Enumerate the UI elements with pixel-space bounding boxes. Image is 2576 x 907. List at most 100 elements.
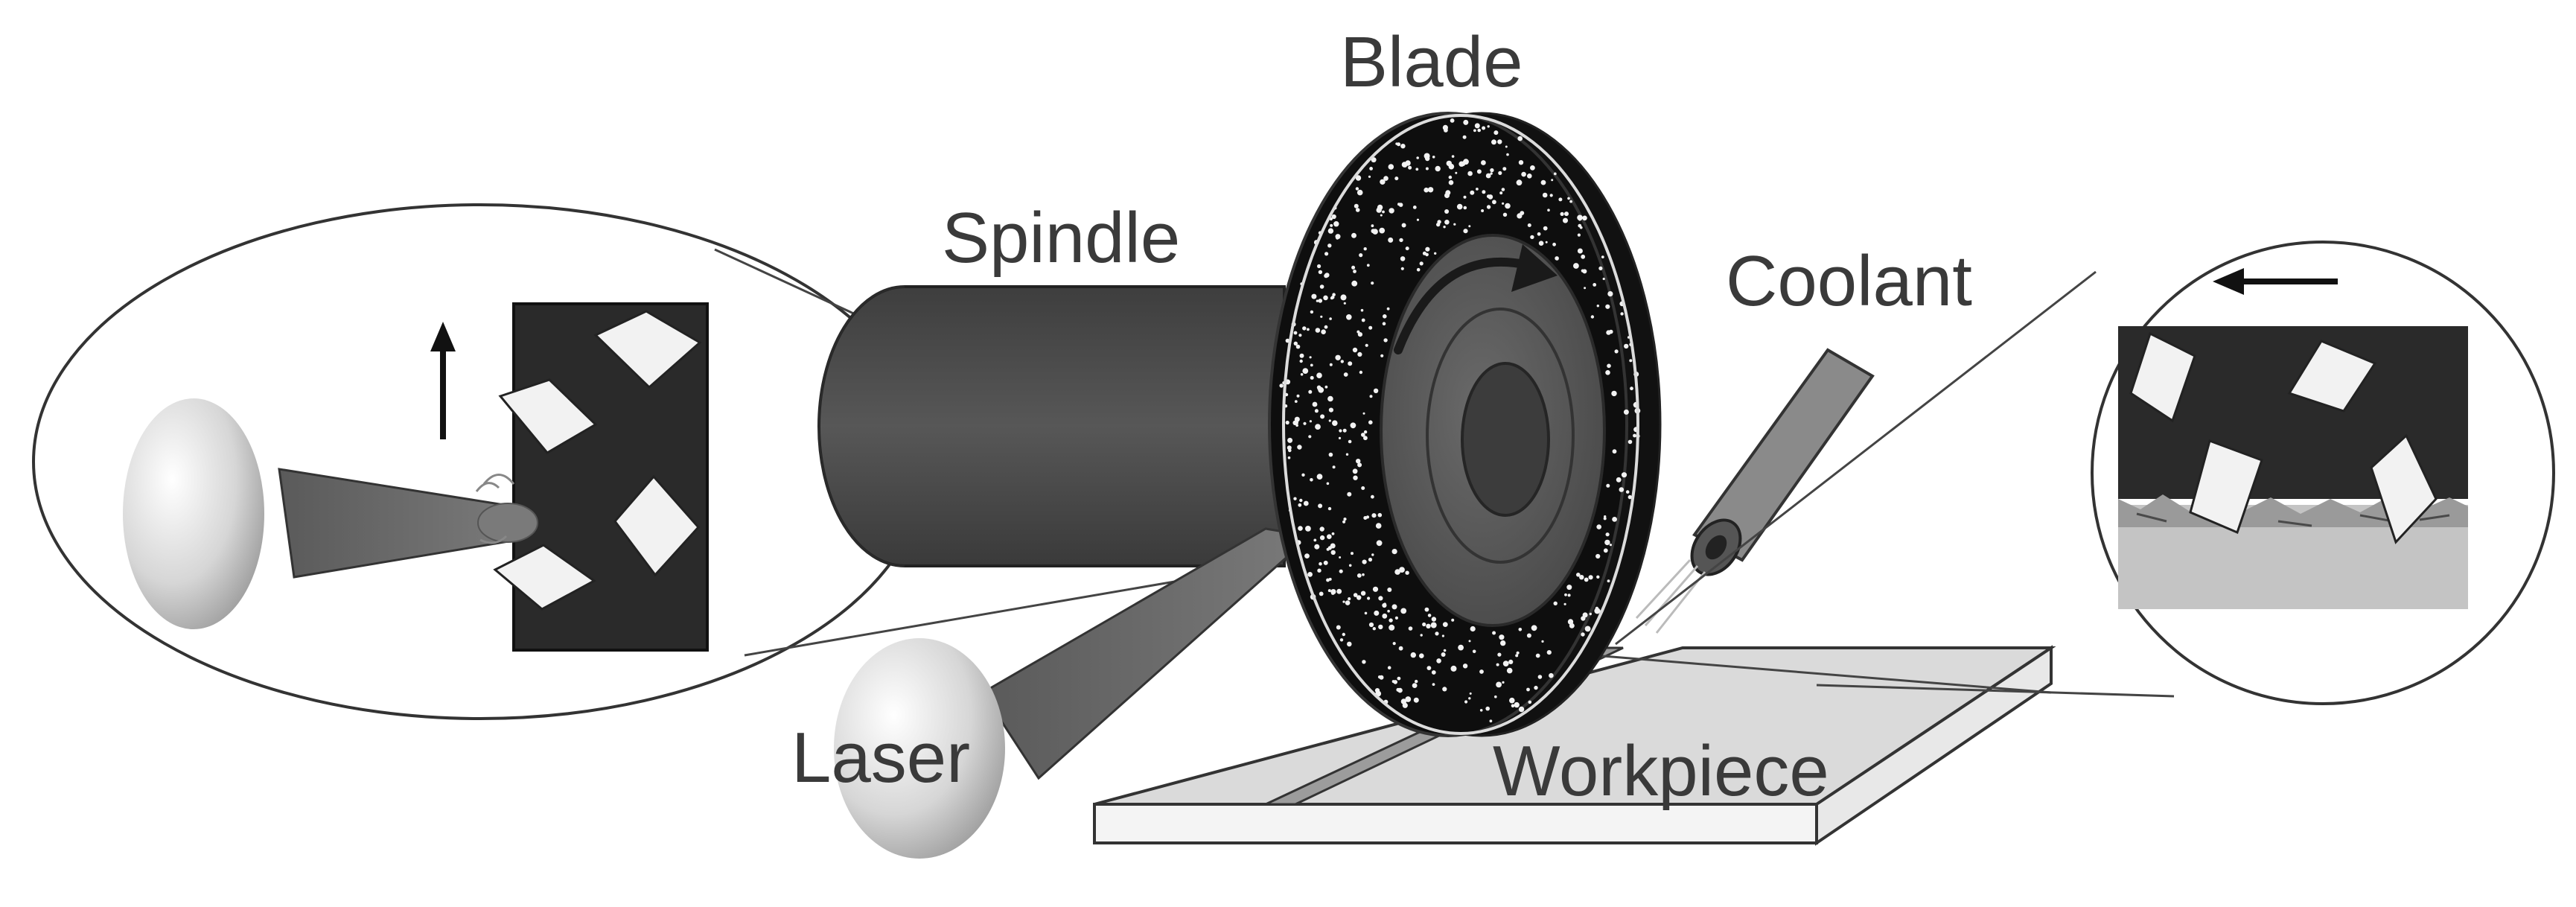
grit-dot — [1366, 264, 1370, 267]
grit-dot — [1526, 687, 1530, 692]
grit-dot — [1502, 202, 1505, 205]
grit-dot — [1486, 194, 1491, 199]
grit-dot — [1593, 283, 1597, 287]
diamond-grit — [2189, 439, 2263, 535]
grit-dot — [1441, 652, 1446, 657]
diamond-grit — [2287, 340, 2377, 413]
grit-dot — [1371, 513, 1377, 518]
grit-dot — [1342, 632, 1346, 637]
grit-dot — [1383, 338, 1388, 343]
grit-dot — [1425, 167, 1429, 171]
grit-dot — [1326, 482, 1330, 486]
grit-dot — [1303, 500, 1309, 506]
grit-dot — [1416, 218, 1420, 221]
grit-dot — [1431, 617, 1437, 622]
grit-dot — [1311, 293, 1317, 299]
grit-dot — [1405, 246, 1409, 251]
grit-dot — [1394, 616, 1398, 620]
grit-dot — [1527, 174, 1532, 179]
grit-dot — [1357, 462, 1362, 468]
grit-dot — [1319, 526, 1324, 532]
grit-dot — [1446, 160, 1453, 167]
grit-dot — [1607, 291, 1613, 297]
grit-dot — [1399, 238, 1403, 243]
grit-dot — [1389, 618, 1393, 623]
grit-dot — [1317, 568, 1322, 573]
grit-dot — [1340, 360, 1345, 363]
grit-dot — [1535, 653, 1540, 658]
grit-dot — [1316, 372, 1322, 379]
grit-dot — [1451, 155, 1455, 158]
grit-dot — [1324, 385, 1328, 389]
grit-dot — [1331, 532, 1335, 535]
grit-dot — [1368, 420, 1373, 424]
grit-dot — [1343, 518, 1347, 521]
grit-dot — [1382, 613, 1388, 619]
spindle-end-face — [817, 285, 905, 567]
grit-dot — [1555, 257, 1559, 261]
grit-dot — [1315, 424, 1321, 430]
grit-dot — [1420, 634, 1423, 637]
grit-dot — [1502, 167, 1507, 171]
grit-dot — [1347, 491, 1352, 497]
nozzle-inner — [1705, 535, 1727, 560]
grit-dot — [1319, 535, 1325, 541]
grit-dot — [1351, 552, 1354, 556]
grit-dot — [1579, 226, 1583, 229]
grit-dot — [1605, 532, 1610, 537]
grit-dot — [1319, 284, 1324, 289]
grit-dot — [1432, 156, 1435, 159]
grit-dot — [1345, 453, 1349, 456]
grit-dot — [1624, 343, 1629, 349]
grit-dot — [1511, 704, 1515, 708]
grit-dot — [1343, 302, 1346, 305]
grit-dot — [1309, 356, 1312, 359]
grit-dot — [1299, 359, 1303, 363]
grit-dot — [1298, 503, 1302, 507]
grit-dot — [1614, 349, 1619, 354]
grit-dot — [1630, 386, 1633, 391]
grit-dot — [1314, 544, 1320, 550]
grit-dot — [1424, 607, 1429, 612]
grit-dot — [1498, 171, 1502, 175]
grit-dot — [1331, 214, 1336, 220]
grit-dot — [1518, 628, 1523, 631]
grit-dot — [1302, 326, 1307, 331]
grit-dot — [1490, 172, 1493, 175]
grit-dot — [1355, 208, 1360, 212]
grit-dot — [1316, 385, 1322, 390]
grit-dot — [1387, 609, 1390, 613]
grit-dot — [1382, 210, 1385, 214]
grit-dot — [1318, 503, 1323, 509]
grit-dot — [1500, 640, 1506, 646]
grit-dot — [1594, 608, 1601, 614]
grit-dot — [1339, 429, 1342, 433]
grit-dot — [1603, 548, 1608, 553]
grit-dot — [1330, 296, 1335, 299]
grit-dot — [1435, 165, 1441, 172]
grit-dot — [1448, 179, 1454, 185]
grit-dot — [1579, 575, 1584, 580]
grit-dot — [1425, 252, 1429, 257]
grit-dot — [1458, 644, 1464, 651]
grit-dot — [1427, 187, 1434, 193]
grit-dot — [1287, 445, 1292, 451]
grit-dot — [1316, 299, 1319, 302]
grit-dot — [1396, 687, 1400, 692]
grit-dot — [1332, 465, 1336, 469]
laser-label: Laser — [791, 718, 971, 798]
grit-dot — [1415, 168, 1419, 171]
grit-dot — [1547, 209, 1550, 212]
grit-dot — [1627, 439, 1633, 445]
grit-dot — [1368, 557, 1373, 562]
grit-dot — [1377, 675, 1382, 679]
grit-dot — [1299, 353, 1304, 358]
grit-dot — [1328, 419, 1331, 422]
grit-dot — [1288, 448, 1292, 453]
grit-dot — [1560, 211, 1564, 216]
grit-dot — [1545, 241, 1548, 244]
grit-dot — [1356, 573, 1362, 578]
grit-dot — [1497, 652, 1502, 657]
grit-dot — [1521, 171, 1526, 177]
grit-dot — [1566, 585, 1572, 591]
